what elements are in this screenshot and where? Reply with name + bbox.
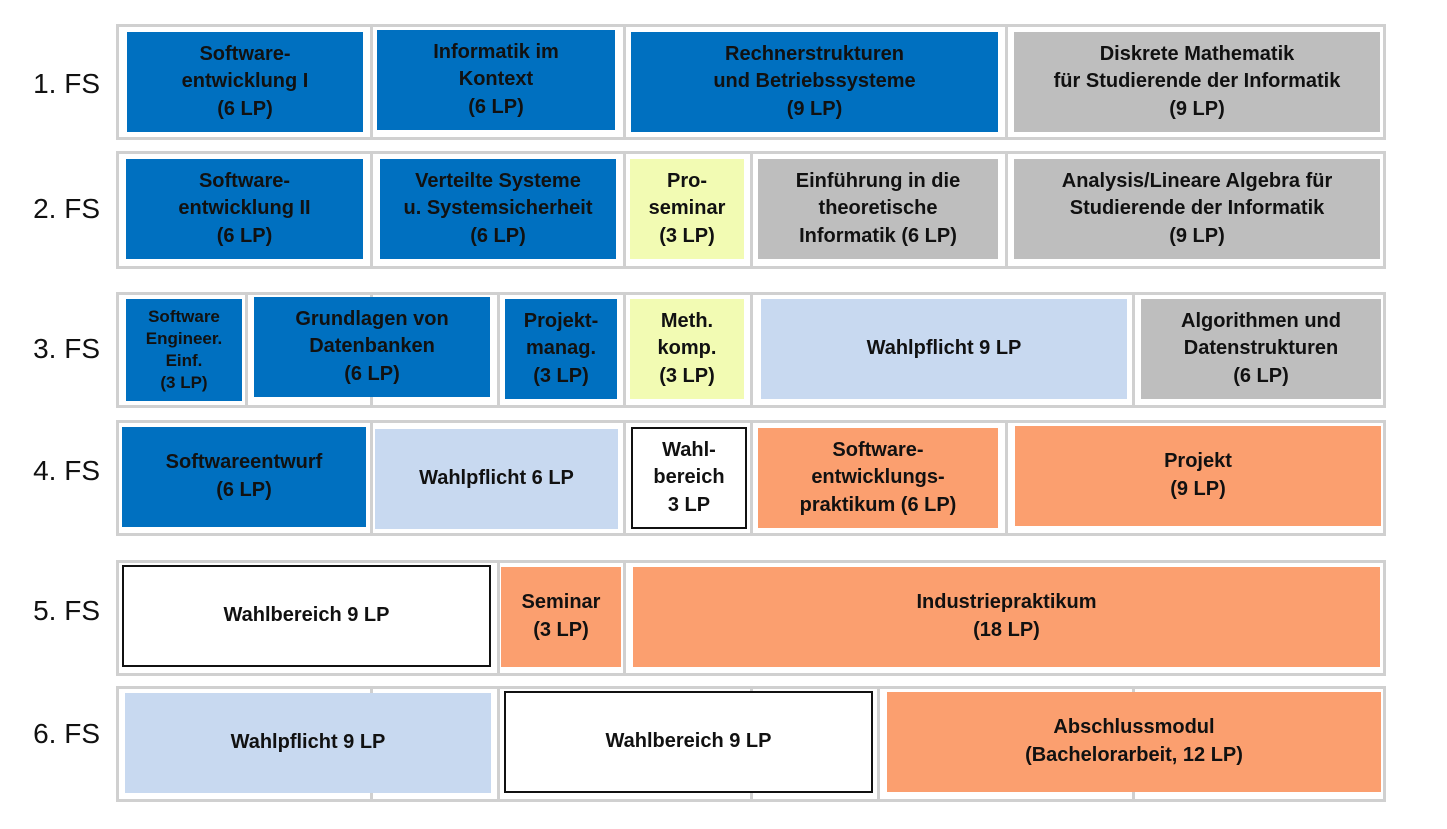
semester-label-6: 6. FS (33, 718, 100, 749)
grid-line (1005, 24, 1008, 140)
grid-line (623, 560, 626, 676)
module-theoretische-informatik: Einführung in die theoretische Informati… (758, 159, 998, 259)
module-projektmanagement: Projekt- manag. (3 LP) (505, 299, 617, 399)
grid-line (750, 420, 753, 536)
module-seminar: Seminar (3 LP) (501, 567, 621, 667)
module-wahlpflicht-3fs: Wahlpflicht 9 LP (761, 299, 1127, 399)
module-projekt: Projekt (9 LP) (1015, 426, 1381, 526)
module-analysis-lineare-algebra: Analysis/Lineare Algebra für Studierende… (1014, 159, 1380, 259)
module-wahlpflicht-4fs: Wahlpflicht 6 LP (375, 429, 618, 529)
semester-label-5: 5. FS (33, 595, 100, 626)
module-wahlbereich-5fs: Wahlbereich 9 LP (122, 565, 491, 667)
module-software-engineering-einf: Software Engineer. Einf. (3 LP) (126, 299, 242, 401)
module-diskrete-mathematik: Diskrete Mathematik für Studierende der … (1014, 32, 1380, 132)
grid-line (370, 151, 373, 269)
module-softwareentwicklung-2: Software- entwicklung II (6 LP) (126, 159, 363, 259)
grid-line (623, 24, 626, 140)
grid-line (370, 420, 373, 536)
module-algorithmen-datenstrukturen: Algorithmen und Datenstrukturen (6 LP) (1141, 299, 1381, 399)
module-wahlpflicht-6fs: Wahlpflicht 9 LP (125, 693, 491, 793)
module-softwareentwurf: Softwareentwurf (6 LP) (122, 427, 366, 527)
grid-line (750, 292, 753, 408)
grid-line (750, 151, 753, 269)
semester-label-2: 2. FS (33, 193, 100, 224)
module-softwareentwicklung-1: Software- entwicklung I (6 LP) (127, 32, 363, 132)
module-methodenkompetenz: Meth. komp. (3 LP) (630, 299, 744, 399)
grid-line (497, 292, 500, 408)
grid-line (877, 686, 880, 802)
semester-label-1: 1. FS (33, 68, 100, 99)
module-wahlbereich-6fs: Wahlbereich 9 LP (504, 691, 873, 793)
grid-line (1005, 151, 1008, 269)
grid-line (623, 292, 626, 408)
grid-line (370, 24, 373, 140)
grid-line (497, 560, 500, 676)
grid-line (1005, 420, 1008, 536)
module-softwareentwicklungspraktikum: Software- entwicklungs- praktikum (6 LP) (758, 428, 998, 528)
module-grundlagen-datenbanken: Grundlagen von Datenbanken (6 LP) (254, 297, 490, 397)
module-rechnerstrukturen: Rechnerstrukturen und Betriebssysteme (9… (631, 32, 998, 132)
module-verteilte-systeme: Verteilte Systeme u. Systemsicherheit (6… (380, 159, 616, 259)
module-industriepraktikum: Industriepraktikum (18 LP) (633, 567, 1380, 667)
module-informatik-im-kontext: Informatik im Kontext (6 LP) (377, 30, 615, 130)
module-wahlbereich-4fs: Wahl- bereich 3 LP (631, 427, 747, 529)
grid-line (623, 151, 626, 269)
semester-label-4: 4. FS (33, 455, 100, 486)
grid-line (1132, 292, 1135, 408)
grid-line (623, 420, 626, 536)
module-abschlussmodul: Abschlussmodul (Bachelorarbeit, 12 LP) (887, 692, 1381, 792)
module-proseminar: Pro- seminar (3 LP) (630, 159, 744, 259)
semester-label-3: 3. FS (33, 333, 100, 364)
grid-line (245, 292, 248, 408)
grid-line (497, 686, 500, 802)
